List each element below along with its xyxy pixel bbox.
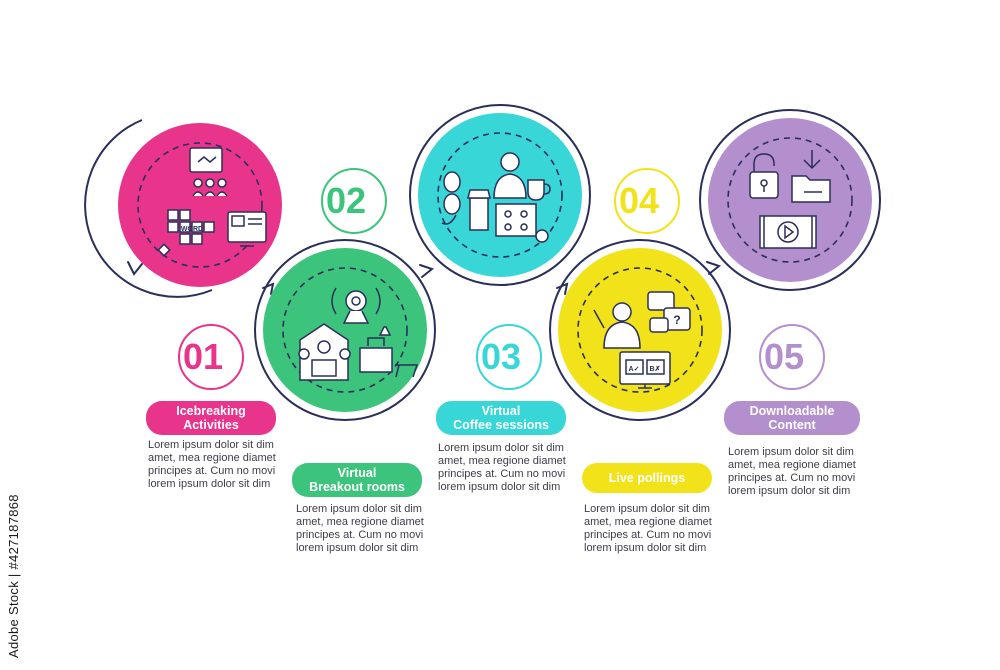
- live-pollings-icon: [593, 291, 691, 389]
- step-title-03: Virtual Coffee sessions: [436, 401, 566, 435]
- arrow-tip-4: [556, 282, 569, 295]
- stock-watermark: Adobe Stock | #427187868: [6, 420, 21, 660]
- step-desc-03-line: lorem ipsum dolor sit dim: [438, 481, 561, 493]
- step-desc-03-line: principes at. Cum no movi: [438, 468, 566, 480]
- downloadable-content-icon: [749, 150, 831, 249]
- step-desc-04-line: Lorem ipsum dolor sit dim: [584, 503, 710, 515]
- step-desc-02-line: principes at. Cum no movi: [296, 529, 424, 541]
- step-desc-01-line: amet, mea regione diamet: [148, 452, 276, 464]
- step-title-01-line1: Icebreaking: [176, 404, 246, 418]
- step-title-03-line2: Coffee sessions: [453, 418, 549, 432]
- step-desc-04-line: lorem ipsum dolor sit dim: [584, 542, 707, 554]
- step-number-ring-04: [614, 168, 680, 234]
- step-title-05-line2: Content: [768, 418, 816, 432]
- step-circle-4: [558, 248, 722, 412]
- step-title-02: Virtual Breakout rooms: [292, 463, 422, 497]
- outline-arc-1: [84, 119, 213, 298]
- icebreaking-icon: [157, 147, 267, 257]
- step-title-03-line1: Virtual: [481, 404, 521, 418]
- step-desc-05-line: Lorem ipsum dolor sit dim: [728, 446, 854, 458]
- outline-ring-3: [409, 104, 591, 286]
- step-title-02-line1: Virtual: [337, 466, 377, 480]
- step-number-ring-02: [321, 168, 387, 234]
- outline-ring-5: [699, 109, 881, 291]
- step-title-04: Live pollings: [582, 463, 712, 493]
- outline-ring-2: [254, 239, 436, 421]
- arrow-tip-1: [127, 261, 143, 276]
- arrow-tip-5: [706, 261, 722, 275]
- step-desc-05-line: amet, mea regione diamet: [728, 459, 856, 471]
- step-desc-03: Lorem ipsum dolor sit dim amet, mea regi…: [438, 442, 570, 494]
- step-desc-02-line: Lorem ipsum dolor sit dim: [296, 503, 422, 515]
- step-title-01: Icebreaking Activities: [146, 401, 276, 435]
- step-title-02-line2: Breakout rooms: [309, 480, 405, 494]
- step-desc-01-line: principes at. Cum no movi: [148, 465, 276, 477]
- step-desc-05-line: principes at. Cum no movi: [728, 472, 856, 484]
- poll-option-a: A✓: [629, 366, 640, 373]
- step-desc-04-line: principes at. Cum no movi: [584, 529, 712, 541]
- step-title-01-line2: Activities: [183, 418, 239, 432]
- step-desc-04: Lorem ipsum dolor sit dim amet, mea regi…: [584, 503, 716, 555]
- step-number-ring-01: [178, 324, 244, 390]
- step-number-ring-03: [476, 324, 542, 390]
- step-title-05-line1: Downloadable: [749, 404, 835, 418]
- arrow-tip-3: [419, 264, 435, 278]
- breakout-rooms-icon: [298, 287, 419, 381]
- poll-option-b: B✗: [650, 365, 661, 373]
- step-desc-01: Lorem ipsum dolor sit dim amet, mea regi…: [148, 439, 280, 491]
- step-title-05: Downloadable Content: [724, 401, 860, 435]
- step-desc-05: Lorem ipsum dolor sit dim amet, mea regi…: [728, 446, 860, 498]
- step-desc-02-line: lorem ipsum dolor sit dim: [296, 542, 419, 554]
- step-desc-02-line: amet, mea regione diamet: [296, 516, 424, 528]
- step-desc-02: Lorem ipsum dolor sit dim amet, mea regi…: [296, 503, 428, 555]
- step-desc-01-line: lorem ipsum dolor sit dim: [148, 478, 271, 490]
- arrow-tip-2: [262, 282, 275, 295]
- outline-ring-4: [549, 239, 731, 421]
- step-circle-2: [263, 248, 427, 412]
- step-title-04-line1: Live pollings: [608, 471, 686, 485]
- step-desc-05-line: lorem ipsum dolor sit dim: [728, 485, 851, 497]
- coffee-sessions-icon: [441, 152, 551, 243]
- icon-word-label: WORD: [181, 226, 203, 233]
- step-number-ring-05: [759, 324, 825, 390]
- step-desc-03-line: amet, mea regione diamet: [438, 455, 566, 467]
- stock-watermark-text: Adobe Stock | #427187868: [6, 494, 21, 658]
- step-desc-04-line: amet, mea regione diamet: [584, 516, 712, 528]
- step-circle-5: [708, 118, 872, 282]
- question-mark-icon: ?: [673, 313, 680, 327]
- step-desc-03-line: Lorem ipsum dolor sit dim: [438, 442, 564, 454]
- step-desc-01-line: Lorem ipsum dolor sit dim: [148, 439, 274, 451]
